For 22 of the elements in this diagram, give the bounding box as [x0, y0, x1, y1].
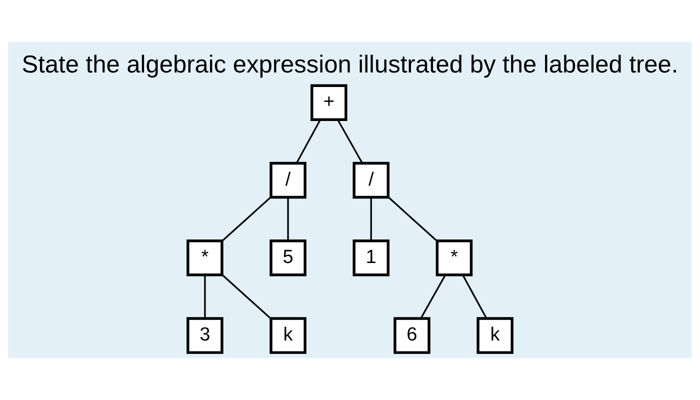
connector [204, 275, 206, 318]
node-box: * [436, 240, 473, 276]
node-box: + [310, 84, 348, 121]
diagram-title: State the algebraic expression illustrated by the labeled tree. [22, 52, 678, 79]
node-box: * [186, 240, 224, 276]
connector [222, 274, 272, 320]
node-box: / [352, 162, 390, 199]
node-box: 3 [186, 317, 224, 354]
connector [287, 198, 289, 241]
connector [462, 274, 488, 319]
connector [337, 119, 363, 164]
connector [370, 198, 372, 241]
connector [222, 196, 272, 242]
connector [420, 274, 446, 319]
connector [388, 196, 438, 242]
node-box: 1 [352, 240, 390, 276]
node-box: 6 [394, 317, 430, 354]
node-box: / [270, 162, 306, 199]
node-box: 5 [270, 240, 306, 276]
node-box: k [476, 317, 514, 354]
connector [296, 119, 321, 164]
node-box: k [270, 317, 306, 354]
